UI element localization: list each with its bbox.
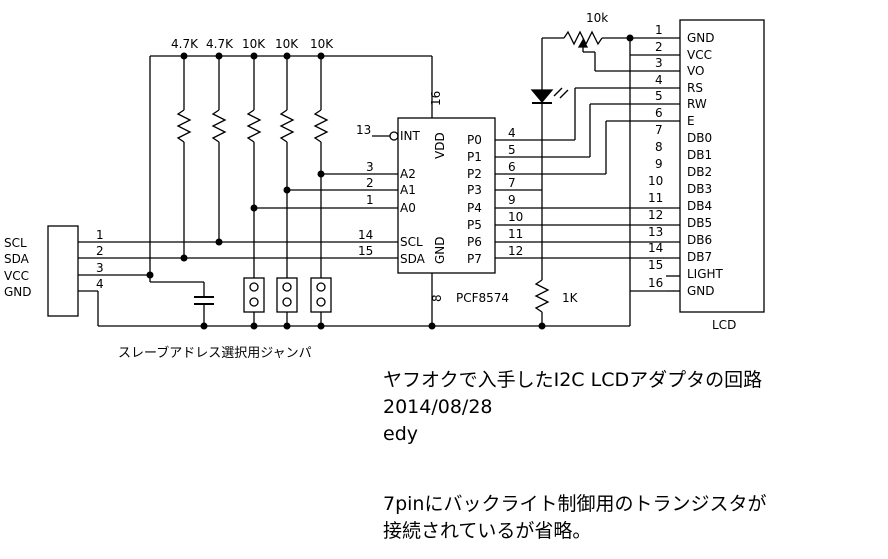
lcd-pin-num: 13	[648, 225, 663, 239]
ic-pin-num-p5: 10	[508, 210, 523, 224]
ic-pin-name-a1: A1	[400, 183, 416, 197]
conn-signal-vcc: VCC	[4, 269, 29, 283]
lcd-pin-name: E	[687, 114, 695, 128]
lcd-pin-name: VCC	[687, 48, 712, 62]
resistor-value-r5: 10K	[310, 37, 334, 51]
lcd-pin-name: GND	[687, 31, 715, 45]
lcd-pin-num: 8	[655, 140, 663, 154]
note-remark-2: 接続されているが省略。	[383, 520, 592, 542]
lcd-pin-num: 12	[648, 208, 663, 222]
ic-pin-num-p6: 11	[508, 227, 523, 241]
conn-signal-sda: SDA	[4, 252, 30, 266]
lcd-pin-name: DB4	[687, 199, 712, 213]
ic-pin-num-a2: 3	[366, 160, 374, 174]
note-title: ヤフオクで入手したI2C LCDアダプタの回路	[383, 369, 763, 391]
ic-part-name: PCF8574	[456, 291, 509, 305]
lcd-pin-name: DB2	[687, 165, 712, 179]
ic-gnd-pin-num: 8	[430, 294, 444, 302]
lcd-pin-name: DB7	[687, 250, 712, 264]
lcd-pin-name: DB6	[687, 233, 712, 247]
lcd-pin-num: 1	[655, 23, 663, 37]
ic-pin-name-p7: P7	[467, 252, 482, 266]
lcd-pin-num: 5	[655, 89, 663, 103]
ic-gnd-label: GND	[433, 236, 447, 264]
lcd-pin-name: VO	[687, 64, 704, 78]
ic-pin-num-scl: 14	[358, 228, 373, 242]
ic-vdd-label: VDD	[433, 132, 447, 159]
ic-pin-name-p5: P5	[467, 218, 482, 232]
ic-pin-name-p4: P4	[467, 201, 482, 215]
ic-pin-num-int: 13	[356, 123, 371, 137]
lcd-pin-num: 6	[655, 106, 663, 120]
lcd-pin-num: 4	[655, 73, 663, 87]
ic-vdd-pin-num: 16	[429, 91, 443, 106]
lcd-pin-name: DB5	[687, 216, 712, 230]
ic-pin-num-p0: 4	[508, 126, 516, 140]
ic-pin-num-a1: 2	[366, 176, 374, 190]
resistor-value-r4: 10K	[275, 37, 299, 51]
lcd-pin-name: LIGHT	[687, 267, 724, 281]
ic-pin-name-int: INT	[400, 129, 421, 143]
ic-pin-name-p0: P0	[467, 133, 482, 147]
ic-pin-num-p7: 12	[508, 244, 523, 258]
ic-pin-num-p1: 5	[508, 143, 516, 157]
ic-pin-name-sda: SDA	[400, 252, 426, 266]
jumper-caption: スレーブアドレス選択用ジャンパ	[118, 345, 312, 361]
resistor-value-r3: 10K	[242, 37, 266, 51]
lcd-pin-num: 11	[648, 191, 663, 205]
lcd-pin-name: RS	[687, 81, 703, 95]
ic-pin-num-p2: 6	[508, 160, 516, 174]
lcd-pin-name: GND	[687, 284, 715, 298]
lcd-pin-num: 16	[648, 276, 663, 290]
conn-pin-3: 3	[96, 261, 104, 275]
lcd-pin-num: 2	[655, 40, 663, 54]
ic-pin-num-a0: 1	[366, 193, 374, 207]
lcd-pin-num: 15	[648, 258, 663, 272]
lcd-pin-name: DB1	[687, 148, 712, 162]
conn-pin-1: 1	[96, 228, 104, 242]
ic-pin-name-a0: A0	[400, 201, 416, 215]
conn-pin-4: 4	[96, 277, 104, 291]
ic-pcf8574-body	[397, 117, 496, 274]
connector-left-body	[47, 225, 79, 317]
lcd-pin-num: 7	[655, 123, 663, 137]
pot-value: 10k	[586, 11, 608, 25]
ic-pin-name-scl: SCL	[400, 235, 423, 249]
conn-signal-gnd: GND	[4, 285, 32, 299]
lcd-pin-num: 9	[655, 157, 663, 171]
note-author: edy	[383, 423, 418, 445]
lcd-pin-name: RW	[687, 97, 707, 111]
resistor-value-r1: 4.7K	[171, 37, 199, 51]
note-date: 2014/08/28	[383, 396, 493, 418]
lcd-pin-num: 10	[648, 174, 663, 188]
conn-signal-scl: SCL	[4, 236, 27, 250]
note-remark-1: 7pinにバックライト制御用のトランジスタが	[383, 493, 767, 515]
lcd-pin-num: 3	[655, 56, 663, 70]
lcd-title: LCD	[712, 318, 736, 332]
resistor-1k-value: 1K	[562, 291, 579, 305]
ic-pin-name-p3: P3	[467, 183, 482, 197]
lcd-pin-name: DB0	[687, 131, 712, 145]
ic-pin-num-p4: 9	[508, 193, 516, 207]
resistor-value-r2: 4.7K	[206, 37, 234, 51]
conn-pin-2: 2	[96, 244, 104, 258]
lcd-module-body	[679, 19, 765, 313]
ic-pin-num-sda: 15	[358, 244, 373, 258]
lcd-pin-num: 14	[648, 241, 663, 255]
ic-pin-name-p1: P1	[467, 150, 482, 164]
ic-pin-num-p3: 7	[508, 176, 516, 190]
lcd-pin-name: DB3	[687, 182, 712, 196]
ic-pin-name-a2: A2	[400, 167, 416, 181]
ic-pin-name-p2: P2	[467, 167, 482, 181]
ic-pin-name-p6: P6	[467, 235, 482, 249]
lcd-pin-list: 1 GND 2 VCC 3 VO 4 RS 5 RW 6 E 7 DB0 8 D…	[648, 23, 724, 298]
